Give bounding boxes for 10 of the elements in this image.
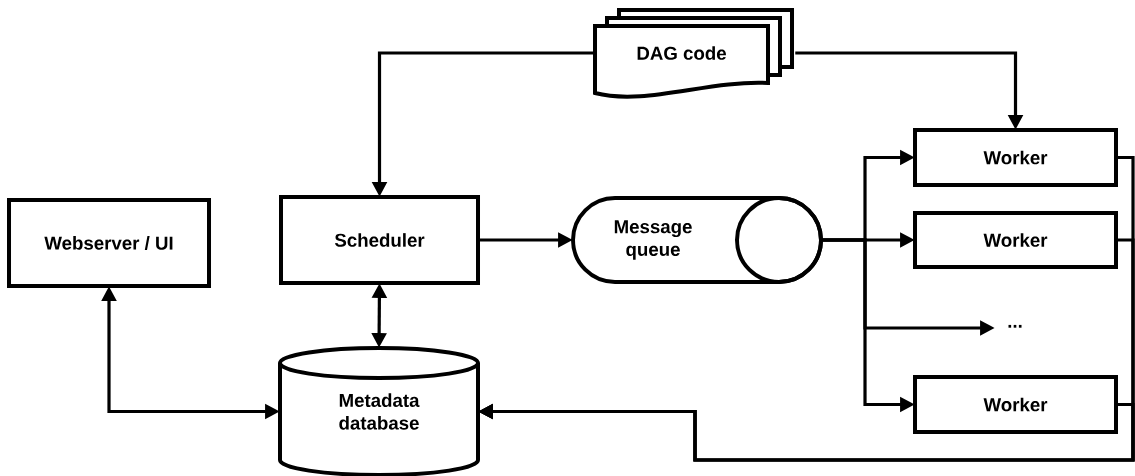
process-box: Worker bbox=[913, 211, 1118, 269]
ellipsis-text: ... bbox=[1008, 324, 1022, 328]
database-cylinder: Metadata database bbox=[278, 346, 480, 476]
process-box: Worker bbox=[913, 128, 1118, 187]
process-box: Scheduler bbox=[279, 195, 480, 285]
document-stack: DAG code bbox=[593, 8, 794, 99]
queue-cylinder: Message queue bbox=[571, 196, 823, 284]
process-box: Worker bbox=[913, 375, 1118, 434]
node-label: Metadata database bbox=[339, 393, 420, 430]
process-box: Webserver / UI bbox=[7, 198, 211, 288]
